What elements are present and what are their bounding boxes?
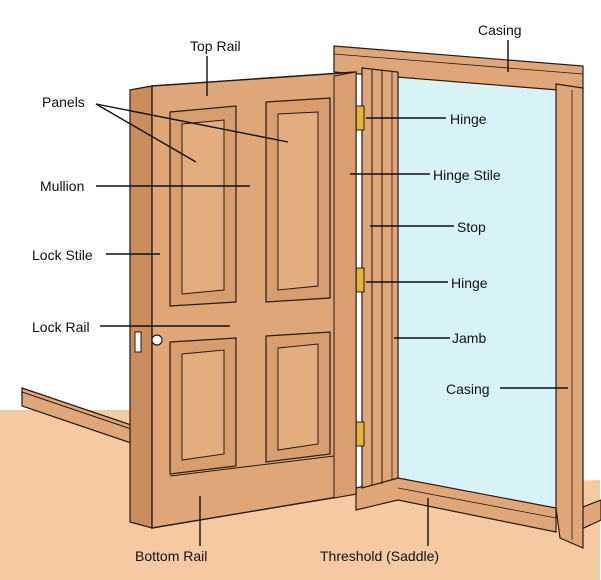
label-casing-right: Casing — [446, 381, 490, 397]
label-stop: Stop — [457, 219, 486, 235]
casing-right-board — [555, 83, 584, 549]
label-bottom-rail: Bottom Rail — [135, 548, 208, 564]
jamb-board — [361, 67, 399, 489]
baseboard-top-edge — [21, 391, 141, 433]
label-hinge-top: Hinge — [450, 111, 487, 127]
label-mullion: Mullion — [40, 178, 85, 194]
label-hinge-stile: Hinge Stile — [433, 167, 501, 183]
hinge-middle-shape — [355, 267, 365, 293]
casing-top-line — [333, 53, 584, 75]
panel-upper-left — [169, 105, 237, 307]
label-casing-top: Casing — [478, 22, 522, 38]
hinge-bottom-shape — [355, 421, 365, 447]
label-panels: Panels — [42, 94, 85, 110]
threshold-line — [397, 487, 557, 519]
panel-lower-left — [169, 337, 237, 475]
label-lock-stile: Lock Stile — [32, 247, 93, 263]
label-hinge-bottom: Hinge — [451, 275, 488, 291]
door-hinge-stile — [333, 71, 357, 499]
bottom-rail-line — [169, 455, 335, 477]
label-jamb: Jamb — [452, 330, 487, 346]
door-lock-edge — [129, 85, 153, 529]
label-top-rail: Top Rail — [190, 38, 241, 54]
panel-upper-right — [265, 97, 331, 303]
floor — [0, 410, 600, 580]
panel-lower-right — [265, 331, 331, 463]
hinge-top-shape — [355, 105, 365, 131]
label-threshold: Threshold (Saddle) — [320, 548, 440, 564]
lock-plate — [134, 331, 142, 353]
label-lock-rail: Lock Rail — [32, 319, 90, 335]
glass-opening — [398, 72, 556, 508]
leader-lines — [95, 40, 568, 546]
door-knob — [151, 334, 163, 346]
